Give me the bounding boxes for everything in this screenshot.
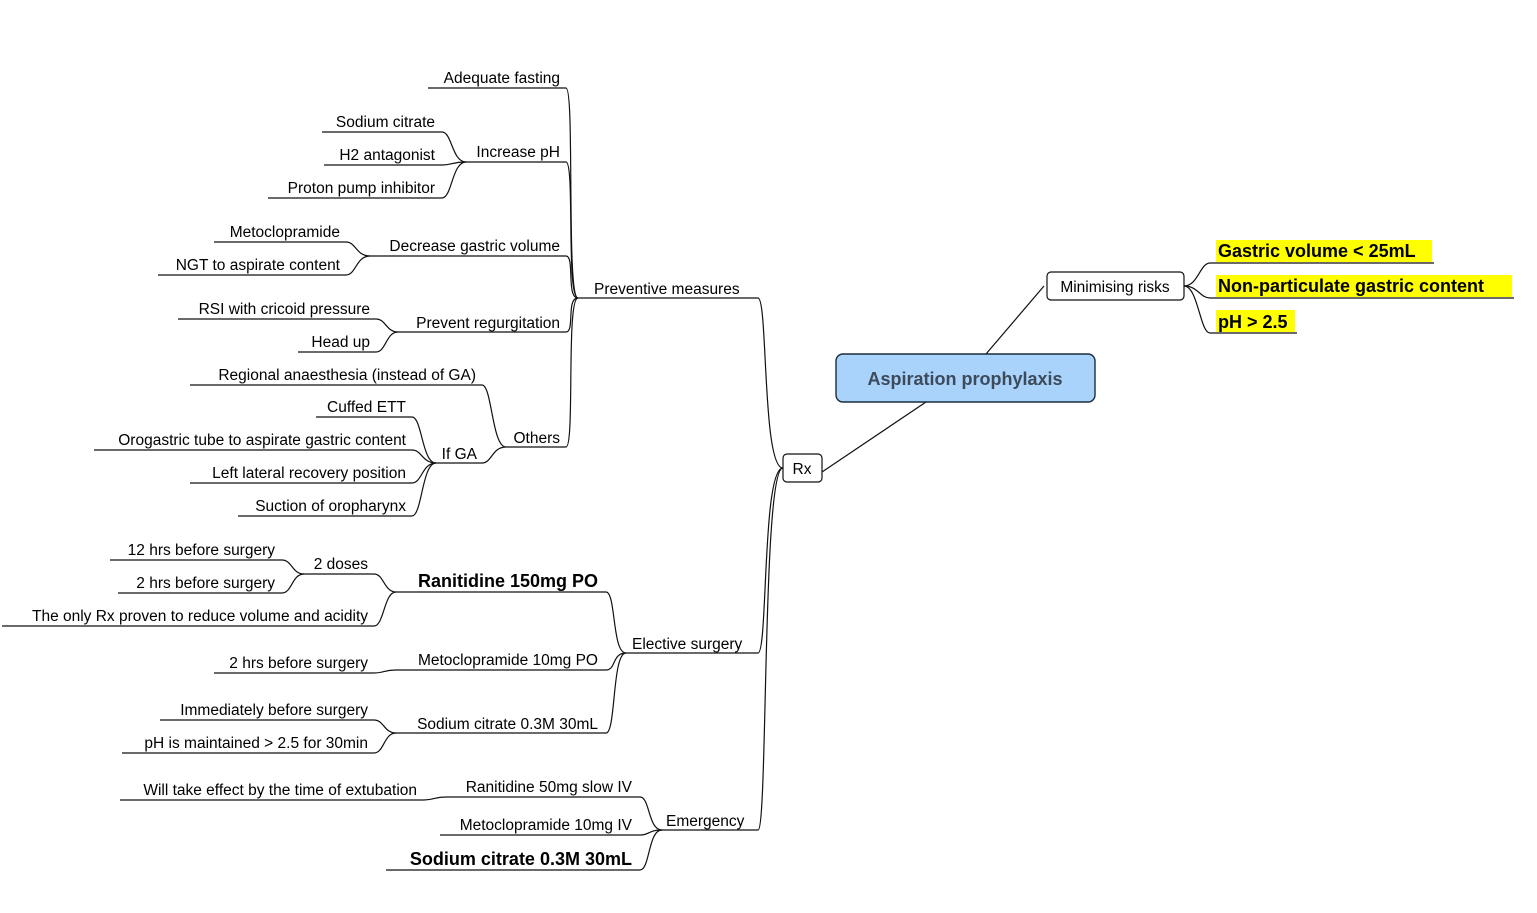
root-label: Aspiration prophylaxis (867, 369, 1062, 389)
dose-2hrs-node[interactable]: 2 hrs before surgery (118, 575, 282, 594)
ranitidine-iv-node[interactable]: Ranitidine 50mg slow IV (446, 779, 640, 798)
svg-text:pH is maintained > 2.5 for 30m: pH is maintained > 2.5 for 30min (144, 735, 368, 752)
ph-maintained-node[interactable]: pH is maintained > 2.5 for 30min (122, 735, 374, 754)
svg-text:Preventive measures: Preventive measures (594, 281, 740, 298)
svg-text:Others: Others (513, 430, 560, 447)
svg-text:Sodium citrate 0.3M 30mL: Sodium citrate 0.3M 30mL (410, 849, 632, 869)
suction-node[interactable]: Suction of oropharynx (238, 498, 412, 517)
svg-text:Sodium citrate: Sodium citrate (336, 114, 435, 131)
svg-text:Regional anaesthesia (instead: Regional anaesthesia (instead of GA) (218, 367, 476, 384)
svg-text:pH > 2.5: pH > 2.5 (1218, 312, 1288, 332)
sodium-citrate-elective-node[interactable]: Sodium citrate 0.3M 30mL (396, 716, 606, 734)
emergency-node[interactable]: Emergency (662, 813, 758, 831)
ppi-node[interactable]: Proton pump inhibitor (268, 180, 442, 199)
svg-text:RSI with cricoid pressure: RSI with cricoid pressure (199, 301, 370, 318)
immediately-before-node[interactable]: Immediately before surgery (160, 702, 374, 721)
svg-text:Suction of oropharynx: Suction of oropharynx (255, 498, 406, 515)
svg-text:Metoclopramide 10mg IV: Metoclopramide 10mg IV (460, 817, 633, 834)
metoclopramide-node[interactable]: Metoclopramide (214, 224, 346, 243)
minimising-item-ph[interactable]: pH > 2.5 (1210, 310, 1297, 334)
sodium-citrate-emergency-node[interactable]: Sodium citrate 0.3M 30mL (386, 849, 640, 871)
svg-text:If GA: If GA (442, 446, 478, 463)
svg-text:Elective surgery: Elective surgery (632, 636, 743, 653)
elective-surgery-node[interactable]: Elective surgery (626, 636, 758, 654)
svg-text:Metoclopramide 10mg PO: Metoclopramide 10mg PO (418, 652, 598, 669)
two-doses-node[interactable]: 2 doses (304, 556, 374, 575)
svg-text:2 hrs before surgery: 2 hrs before surgery (229, 655, 368, 672)
svg-text:2 doses: 2 doses (314, 556, 369, 573)
svg-text:Will take effect by the time o: Will take effect by the time of extubati… (143, 782, 417, 799)
svg-text:2 hrs before surgery: 2 hrs before surgery (136, 575, 275, 592)
orogastric-tube-node[interactable]: Orogastric tube to aspirate gastric cont… (94, 432, 412, 451)
decrease-volume-node[interactable]: Decrease gastric volume (370, 238, 566, 257)
metoclopramide-po-node[interactable]: Metoclopramide 10mg PO (396, 652, 606, 671)
svg-text:12 hrs before surgery: 12 hrs before surgery (128, 542, 276, 559)
svg-text:H2 antagonist: H2 antagonist (339, 147, 435, 164)
svg-text:NGT to aspirate content: NGT to aspirate content (176, 257, 341, 274)
sodium-citrate-node[interactable]: Sodium citrate (322, 114, 442, 133)
cuffed-ett-node[interactable]: Cuffed ETT (316, 399, 412, 418)
regional-anaesthesia-node[interactable]: Regional anaesthesia (instead of GA) (190, 367, 482, 386)
svg-text:Non-particulate gastric conten: Non-particulate gastric content (1218, 276, 1484, 296)
svg-text:Gastric volume < 25mL: Gastric volume < 25mL (1218, 241, 1416, 261)
svg-text:Proton pump inhibitor: Proton pump inhibitor (288, 180, 435, 197)
minimising-item-non-particulate[interactable]: Non-particulate gastric content (1210, 275, 1514, 299)
svg-text:Increase pH: Increase pH (476, 144, 560, 161)
dose-12hrs-node[interactable]: 12 hrs before surgery (110, 542, 282, 561)
others-node[interactable]: Others (506, 430, 566, 448)
svg-text:Metoclopramide: Metoclopramide (230, 224, 340, 241)
svg-text:Immediately before surgery: Immediately before surgery (180, 702, 368, 719)
svg-text:Ranitidine 150mg PO: Ranitidine 150mg PO (418, 571, 598, 591)
svg-text:Left lateral recovery position: Left lateral recovery position (212, 465, 406, 482)
minimising-item-gastric-volume[interactable]: Gastric volume < 25mL (1210, 240, 1434, 264)
prevent-regurgitation-node[interactable]: Prevent regurgitation (398, 315, 566, 333)
root-node[interactable]: Aspiration prophylaxis (835, 353, 1096, 403)
svg-text:Emergency: Emergency (666, 813, 745, 830)
svg-text:Head up: Head up (311, 334, 370, 351)
svg-text:Sodium citrate 0.3M 30mL: Sodium citrate 0.3M 30mL (417, 716, 598, 733)
metoclopramide-iv-node[interactable]: Metoclopramide 10mg IV (440, 817, 640, 836)
rx-label: Rx (793, 461, 812, 478)
head-up-node[interactable]: Head up (298, 334, 376, 353)
minimising-risks-label: Minimising risks (1060, 279, 1170, 296)
if-ga-node[interactable]: If GA (436, 446, 482, 464)
connectors (281, 87, 1211, 871)
increase-ph-node[interactable]: Increase pH (466, 144, 566, 163)
meto-2hrs-node[interactable]: 2 hrs before surgery (214, 655, 374, 674)
svg-text:Ranitidine 50mg slow IV: Ranitidine 50mg slow IV (466, 779, 633, 796)
svg-text:Prevent regurgitation: Prevent regurgitation (416, 315, 560, 332)
left-lateral-node[interactable]: Left lateral recovery position (190, 465, 412, 484)
svg-text:Cuffed ETT: Cuffed ETT (327, 399, 407, 416)
ngt-node[interactable]: NGT to aspirate content (158, 257, 346, 276)
ranitidine-150-node[interactable]: Ranitidine 150mg PO (396, 571, 606, 593)
adequate-fasting-node[interactable]: Adequate fasting (428, 70, 566, 89)
rx-node[interactable]: Rx (782, 453, 823, 483)
rsi-node[interactable]: RSI with cricoid pressure (178, 301, 376, 320)
extubation-node[interactable]: Will take effect by the time of extubati… (120, 782, 424, 801)
only-rx-proven-node[interactable]: The only Rx proven to reduce volume and … (2, 608, 374, 627)
minimising-risks-node[interactable]: Minimising risks (1046, 271, 1185, 301)
svg-text:Decrease gastric volume: Decrease gastric volume (389, 238, 560, 255)
svg-text:Adequate fasting: Adequate fasting (444, 70, 560, 87)
preventive-measures-node[interactable]: Preventive measures (578, 281, 758, 299)
svg-text:Orogastric tube to aspirate ga: Orogastric tube to aspirate gastric cont… (118, 432, 406, 449)
svg-text:The only Rx proven to reduce v: The only Rx proven to reduce volume and … (32, 608, 368, 625)
h2-antagonist-node[interactable]: H2 antagonist (324, 147, 442, 166)
